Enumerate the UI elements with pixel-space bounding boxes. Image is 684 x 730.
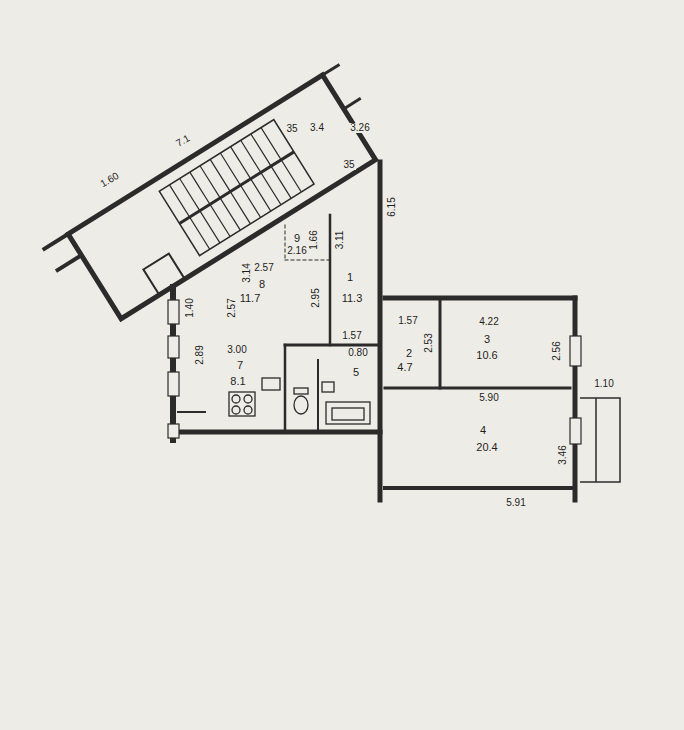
dimension-label: 1.40 <box>185 297 195 318</box>
room-label: 1 <box>346 272 354 283</box>
dimension-label: 2.57 <box>253 263 274 273</box>
dimension-label: 2.89 <box>195 344 205 365</box>
walls <box>173 162 575 500</box>
windows-part <box>168 424 179 438</box>
stair-block-part <box>56 255 81 271</box>
walls-part <box>284 345 287 432</box>
room-label: 5 <box>352 367 360 378</box>
dimension-label: 6.15 <box>387 196 397 217</box>
room-label: 2 <box>405 348 413 359</box>
fixtures-part <box>332 408 364 420</box>
fixtures-part <box>244 395 252 403</box>
dimension-label: 2.57 <box>227 297 237 318</box>
room-label: 11.3 <box>341 293 364 304</box>
balcony-part <box>595 398 597 482</box>
fixtures-part <box>229 392 255 416</box>
dimension-label: 3.14 <box>242 262 252 283</box>
balcony-part <box>580 398 620 482</box>
dimension-label: 3.46 <box>558 444 568 465</box>
dimension-label: 7.1 <box>174 133 193 150</box>
dimension-label: 2.16 <box>286 246 307 256</box>
windows-part <box>570 418 581 444</box>
dimension-label: 5.90 <box>478 393 499 403</box>
dimension-label: 35 <box>285 124 298 134</box>
room-label: 3 <box>483 334 491 345</box>
dimension-label: 5.91 <box>505 498 526 508</box>
walls-part <box>178 411 205 413</box>
walls-part <box>329 215 332 345</box>
fixtures-part <box>294 396 308 414</box>
stair-block-part <box>323 64 340 75</box>
stair-block <box>43 64 393 334</box>
room-label: 20.4 <box>475 442 498 453</box>
balcony <box>580 398 620 482</box>
dimension-label: 3.26 <box>349 123 370 133</box>
stair-block-part <box>344 98 361 109</box>
walls-part <box>285 260 330 261</box>
walls-part <box>439 300 442 388</box>
dimension-label: 1.60 <box>98 170 122 189</box>
room-label: 8.1 <box>229 376 246 387</box>
windows-part <box>168 300 179 324</box>
windows-part <box>168 336 179 358</box>
walls-part <box>573 298 578 500</box>
room-label: 10.6 <box>475 350 498 361</box>
walls-part <box>385 296 575 301</box>
dimension-label: 0.80 <box>347 348 368 358</box>
stair-block-part-part <box>261 128 301 192</box>
dimension-label: 1.57 <box>397 316 418 326</box>
windows <box>168 300 581 444</box>
dimension-label: 3.4 <box>309 123 325 133</box>
windows-part <box>168 372 179 396</box>
room-label: 4.7 <box>396 362 413 373</box>
dimension-label: 4.22 <box>478 317 499 327</box>
room-label: 7 <box>236 360 244 371</box>
fixtures <box>229 378 370 424</box>
dimension-label: 2.56 <box>552 340 562 361</box>
dimension-label: 1.57 <box>341 331 362 341</box>
walls-part <box>385 387 570 390</box>
fixtures-part <box>326 402 370 424</box>
fixtures-part <box>262 378 280 390</box>
dimension-label: 3.11 <box>335 230 345 251</box>
walls-part <box>385 486 575 490</box>
dimension-label: 1.10 <box>593 379 614 389</box>
fixtures-part <box>322 382 334 392</box>
walls-part <box>173 430 380 435</box>
fixtures-part <box>294 388 308 394</box>
windows-part <box>570 336 581 366</box>
walls-part <box>378 162 383 500</box>
stair-block-part <box>159 120 314 256</box>
room-label: 4 <box>479 425 487 436</box>
stair-block-part <box>43 234 68 250</box>
fixtures-part <box>244 406 252 414</box>
dimension-label: 1.66 <box>309 229 319 250</box>
room-label: 11.7 <box>239 293 262 304</box>
dimension-label: 35 <box>342 160 355 170</box>
stair-block-part <box>179 152 293 224</box>
fixtures-part <box>232 406 240 414</box>
stair-block-part <box>143 254 184 295</box>
dimension-label: 3.00 <box>226 345 247 355</box>
dimension-label: 2.95 <box>311 287 321 308</box>
walls-part <box>285 344 378 347</box>
fixtures-part <box>232 395 240 403</box>
room-label: 8 <box>258 279 266 290</box>
walls-part <box>317 360 319 432</box>
room-label: 9 <box>293 233 301 244</box>
stair-block-part <box>169 128 301 250</box>
dimension-label: 2.53 <box>424 332 434 353</box>
